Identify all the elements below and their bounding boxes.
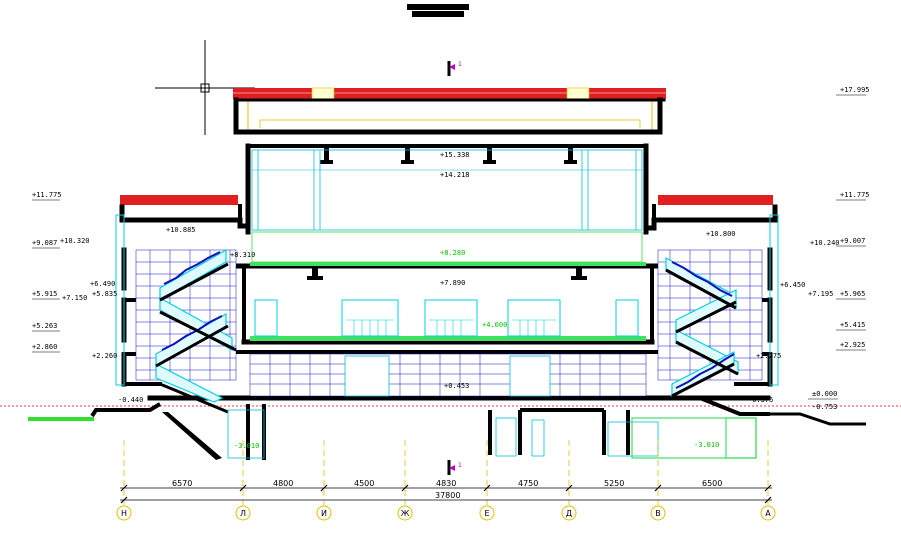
basement-stair [162,412,222,460]
section-marker-top[interactable]: 1 [447,61,462,76]
level-marks-center: +15.338 +14.218 +10.885 +10.800 +8.310 +… [166,151,736,450]
upper-structure [233,97,666,235]
dimension-value: 4500 [354,479,374,488]
level-mark: +10.320 [60,237,90,245]
axis-bubble [760,505,776,521]
side-roof-right [658,195,773,205]
level-mark: +5.263 [32,322,57,330]
dimension-value: 4830 [436,479,456,488]
axis-bubble [397,505,413,521]
level-mark: +0.453 [444,382,469,390]
level-mark: +4.000 [482,321,507,329]
facade-window-frames [115,214,779,386]
grid-axis-lines [123,440,769,505]
level-marks-left: +11.775 +9.087 +10.320 +6.490 +5.915 +7.… [32,191,143,404]
level-mark: +14.218 [440,171,470,179]
door-opening-2 [509,355,551,397]
level-mark: ±0.000 [812,390,837,398]
dimension-values: 6570 4800 4500 4830 4750 5250 6500 37800 [172,479,722,500]
level-mark: -0.440 [118,396,143,404]
axis-bubble [479,505,495,521]
hall-floor-zone [251,231,643,263]
level-mark: +6.490 [90,280,115,288]
side-roof-left [120,195,238,205]
balcony-railings [254,299,639,337]
floor-beams [307,266,587,280]
dimension-value: 6500 [702,479,722,488]
sidewalk-left [28,417,94,421]
level-mark: -3.010 [234,442,259,450]
level-mark: +8.280 [440,249,465,257]
level-mark: +10.885 [166,226,196,234]
svg-text:1: 1 [458,462,462,469]
level-mark: +10.240 [810,239,840,247]
level-mark: +9.007 [840,237,865,245]
level-mark: +7.890 [440,279,465,287]
level-mark: +2.260 [92,352,117,360]
axis-label: Е [484,509,489,518]
axis-bubble [116,505,132,521]
total-dimension: 37800 [435,491,460,500]
level-mark: +15.338 [440,151,470,159]
level-mark: +10.800 [706,230,736,238]
dimension-value: 6570 [172,479,192,488]
level-mark: -0.753 [812,403,837,411]
drawing-title [407,4,469,17]
floor-finish [250,262,646,341]
upper-roof-parapet [233,87,666,100]
axis-bubble [561,505,577,521]
svg-text:1: 1 [458,61,462,68]
axis-label: Н [121,509,127,518]
dimension-chain [120,484,772,504]
level-mark: +5.915 [32,290,57,298]
axis-label: Л [240,509,246,518]
dimension-value: 4750 [518,479,538,488]
level-mark: +6.450 [780,281,805,289]
level-mark: +11.775 [840,191,870,199]
section-marker-bottom[interactable]: 1 [447,460,462,475]
axis-bubbles: Н Л И Ж Е Д В А [116,505,776,521]
axis-label: Ж [401,509,410,518]
axis-bubble [316,505,332,521]
level-mark: +2.860 [32,343,57,351]
level-mark: +8.310 [230,251,255,259]
axis-label: В [655,509,661,518]
auditorium-hall [251,149,643,231]
roof-beams [320,146,577,164]
axis-bubble [650,505,666,521]
level-mark: +2.925 [840,341,865,349]
level-mark: -0.375 [748,396,773,404]
level-mark: +2.275 [756,352,781,360]
level-mark: -3.010 [694,441,719,449]
level-mark: +9.087 [32,239,57,247]
axis-label: Д [566,509,572,518]
level-mark: +5.965 [840,290,865,298]
level-mark: +5.415 [840,321,865,329]
level-mark: +5.835 [92,290,117,298]
basement-green-zone [631,417,757,459]
dimension-value: 4800 [273,479,293,488]
axis-bubble [235,505,251,521]
level-mark: +7.195 [808,290,833,298]
stair-stringers [155,262,739,414]
door-opening-1 [344,355,390,397]
axis-label: И [321,509,327,518]
level-mark: +11.775 [32,191,62,199]
attic-space [247,99,653,131]
level-marks-right: +17.995 +11.775 +10.240 +9.007 +6.450 +7… [748,86,870,411]
dimension-value: 5250 [604,479,624,488]
level-mark: +17.995 [840,86,870,94]
level-mark: +7.150 [62,294,87,302]
cad-crosshair-cursor[interactable] [155,40,255,135]
axis-label: А [765,509,771,518]
basement-rooms [227,409,659,459]
masonry-ground-floor [249,353,647,397]
